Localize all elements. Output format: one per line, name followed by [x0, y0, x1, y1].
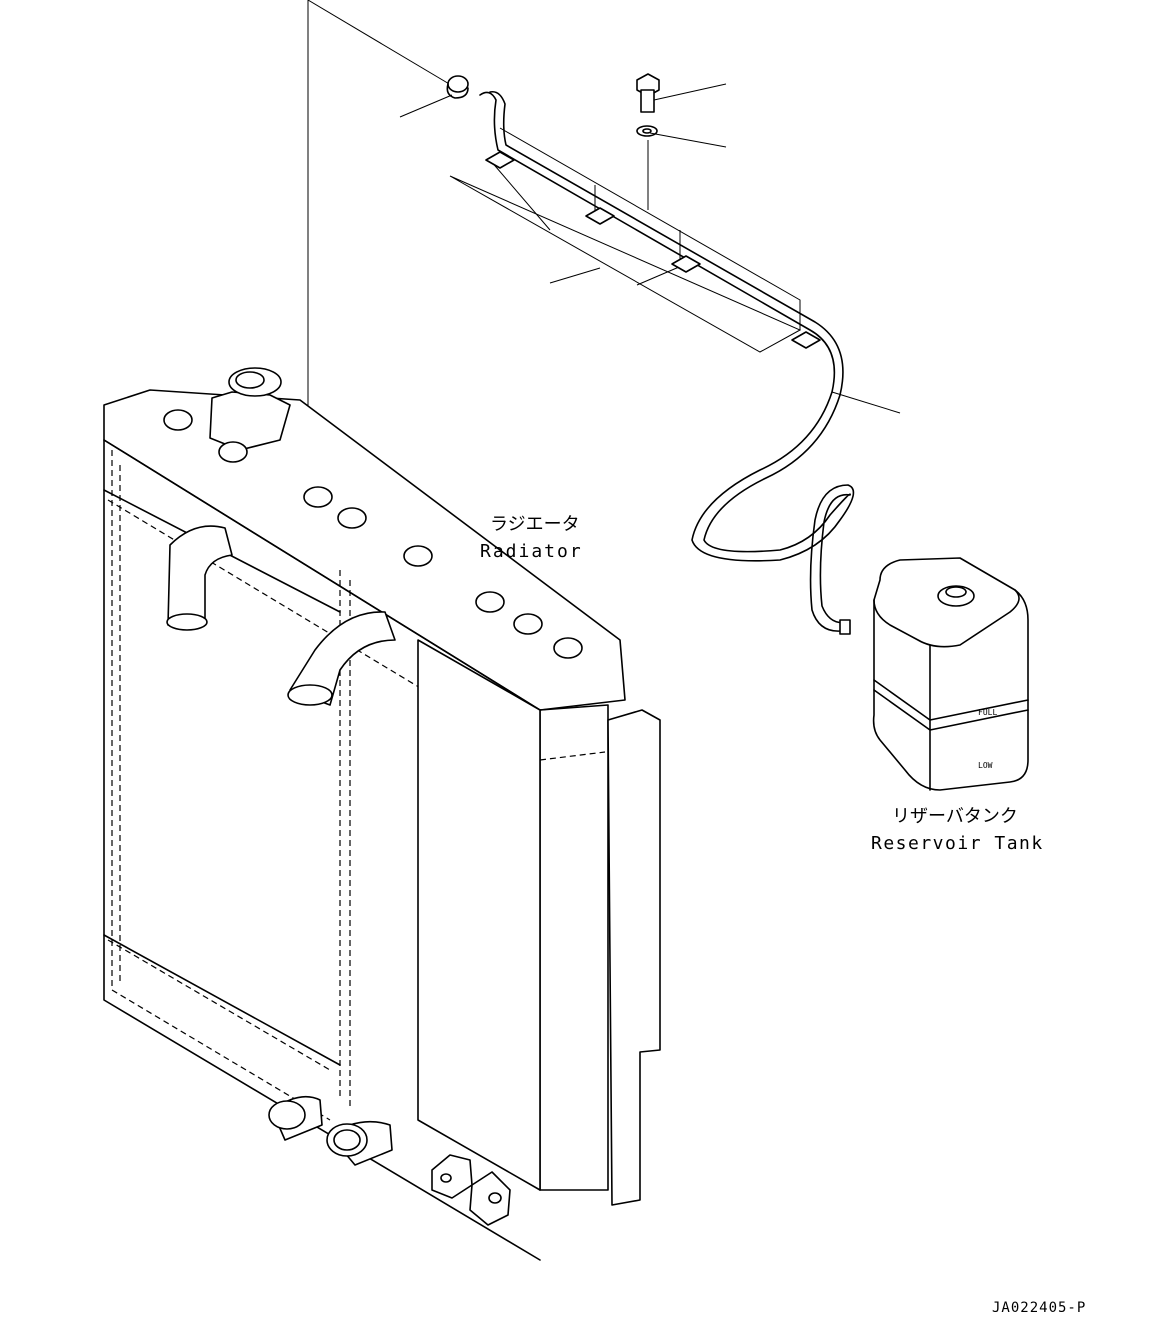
leader-lines: [294, 0, 901, 421]
tank-full-mark: FULL: [978, 708, 997, 717]
hose-clamp-icon: [446, 75, 469, 99]
reservoir-tank-icon: FULL LOW: [872, 557, 1029, 791]
radiator-cap-icon: [209, 367, 291, 451]
radiator: [103, 367, 661, 1261]
overflow-tube: [479, 90, 855, 635]
radiator-label-en: Radiator: [480, 541, 583, 562]
washer-icon: [636, 125, 658, 137]
tank-label-jp: リザーバタンク: [892, 806, 1018, 827]
radiator-label-jp: ラジエータ: [490, 514, 580, 535]
drawing-number: JA022405-P: [992, 1300, 1086, 1316]
tube-clips: [485, 151, 821, 349]
bolt-icon: [636, 73, 660, 113]
tank-label-en: Reservoir Tank: [871, 833, 1044, 854]
tank-low-mark: LOW: [978, 761, 993, 770]
